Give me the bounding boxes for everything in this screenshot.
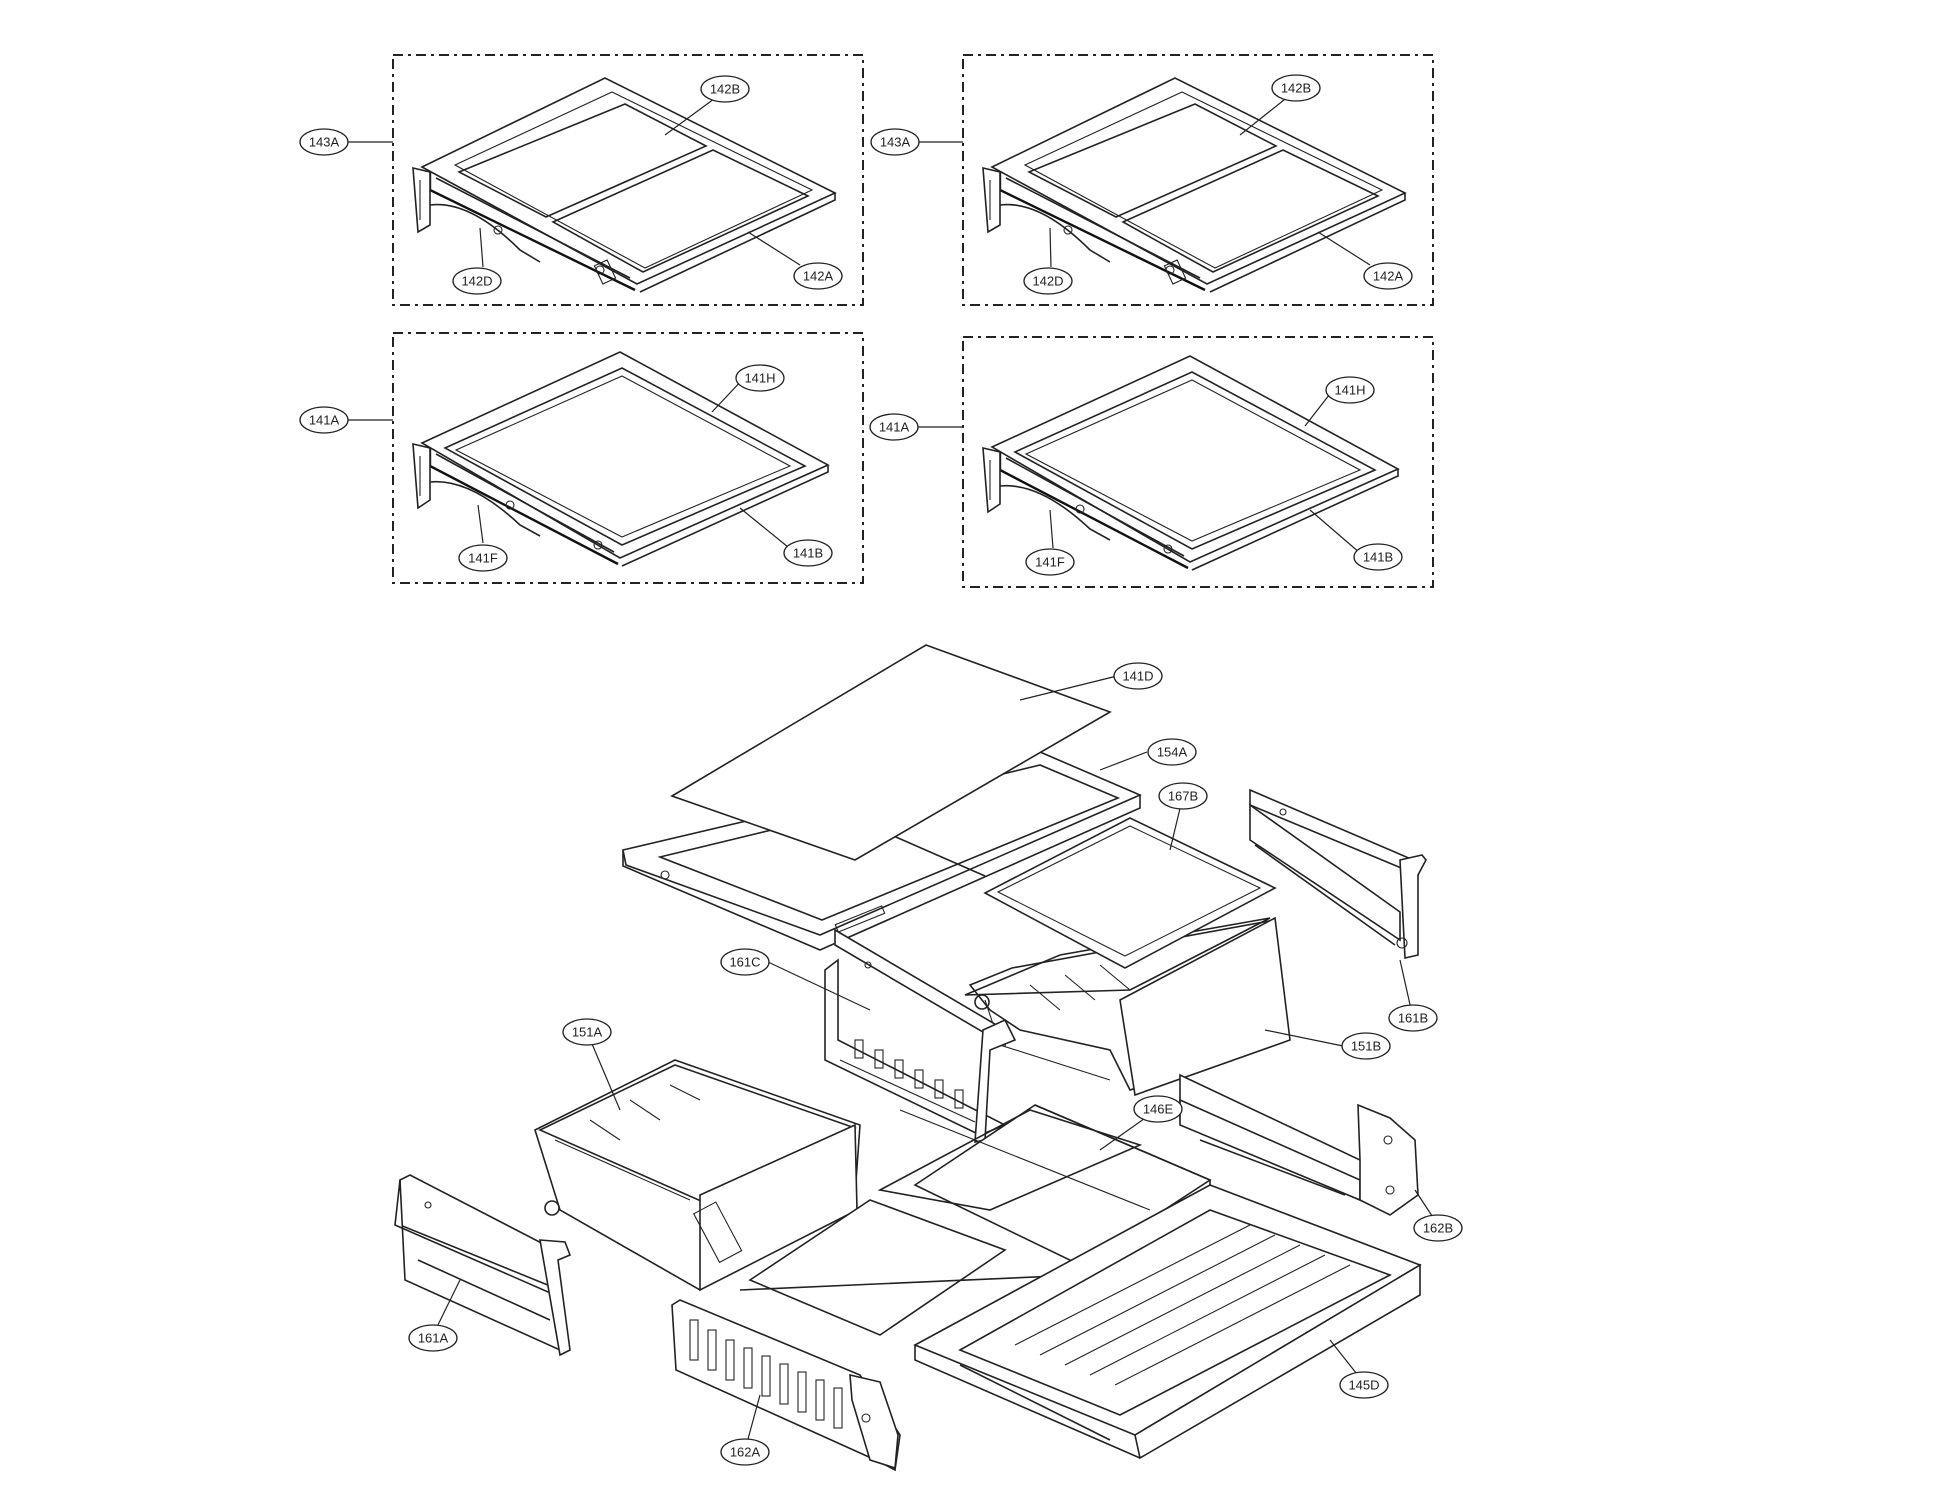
svg-text:141D: 141D [1122, 669, 1153, 684]
svg-text:141B: 141B [793, 546, 823, 561]
label-141f-left: 141F [458, 544, 508, 572]
label-161c: 161C [720, 948, 770, 976]
svg-text:141F: 141F [468, 551, 498, 566]
assembly-boundary [962, 336, 1434, 588]
glass-sheet-141d [670, 644, 1112, 861]
svg-text:141H: 141H [744, 371, 775, 386]
slide-rail-161c [824, 928, 1017, 1143]
shelf-assembly-143a-right [962, 54, 1434, 306]
slide-rail-161a [394, 1174, 572, 1357]
label-162b: 162B [1413, 1214, 1463, 1242]
svg-text:143A: 143A [880, 135, 911, 150]
svg-text:143A: 143A [309, 135, 340, 150]
label-141h-left: 141H [735, 364, 785, 392]
label-143a-left: 143A [299, 128, 349, 156]
label-142a-left: 142A [793, 262, 843, 290]
svg-text:151A: 151A [572, 1025, 603, 1040]
svg-text:142D: 142D [1032, 274, 1063, 289]
label-141b-left: 141B [783, 539, 833, 567]
svg-text:142A: 142A [803, 269, 834, 284]
label-143a-right: 143A [870, 128, 920, 156]
label-141h-right: 141H [1325, 376, 1375, 404]
svg-text:146E: 146E [1143, 1102, 1174, 1117]
assembly-boundary [392, 332, 864, 584]
label-151a: 151A [562, 1018, 612, 1046]
svg-text:142D: 142D [461, 274, 492, 289]
label-142a-right: 142A [1363, 262, 1413, 290]
end-cover-162b [1179, 1073, 1419, 1216]
svg-text:161C: 161C [729, 955, 760, 970]
glass-cover-167b [983, 817, 1277, 969]
label-142d-right: 142D [1023, 267, 1073, 295]
label-141a-left: 141A [299, 406, 349, 434]
assembly-boundary [962, 54, 1434, 306]
shelf-assembly-141a-right [962, 336, 1434, 588]
label-161a: 161A [408, 1324, 458, 1352]
svg-text:141B: 141B [1363, 550, 1393, 565]
end-cover-162a [671, 1299, 901, 1472]
label-142b-left: 142B [700, 75, 750, 103]
label-142d-left: 142D [452, 267, 502, 295]
label-141b-right: 141B [1353, 543, 1403, 571]
svg-text:161A: 161A [418, 1331, 449, 1346]
svg-text:141A: 141A [879, 420, 910, 435]
drawer-151b [964, 916, 1291, 1097]
shelf-assembly-143a-left [392, 54, 864, 306]
svg-text:154A: 154A [1157, 745, 1188, 760]
bottom-tray-145d [913, 1184, 1422, 1460]
svg-text:141F: 141F [1035, 555, 1065, 570]
svg-text:151B: 151B [1351, 1039, 1381, 1054]
svg-text:162A: 162A [730, 1445, 761, 1460]
svg-text:162B: 162B [1423, 1221, 1453, 1236]
svg-text:161B: 161B [1398, 1011, 1428, 1026]
svg-text:145D: 145D [1348, 1378, 1379, 1393]
label-154a: 154A [1147, 738, 1197, 766]
label-141f-right: 141F [1025, 548, 1075, 576]
label-146e: 146E [1133, 1095, 1183, 1123]
svg-text:142B: 142B [1281, 81, 1311, 96]
slide-rail-161b [1249, 788, 1427, 959]
svg-text:141H: 141H [1334, 383, 1365, 398]
label-141a-right: 141A [869, 413, 919, 441]
label-167b: 167B [1158, 782, 1208, 810]
svg-text:142B: 142B [710, 82, 740, 97]
svg-text:142A: 142A [1373, 269, 1404, 284]
label-141d: 141D [1113, 662, 1163, 690]
label-151b: 151B [1341, 1032, 1391, 1060]
label-145d: 145D [1339, 1371, 1389, 1399]
svg-text:167B: 167B [1168, 789, 1198, 804]
svg-text:141A: 141A [309, 413, 340, 428]
label-161b: 161B [1388, 1004, 1438, 1032]
assembly-boundary [392, 54, 864, 306]
drawer-151a [534, 1059, 861, 1292]
label-162a: 162A [720, 1438, 770, 1466]
label-142b-right: 142B [1271, 74, 1321, 102]
shelf-assembly-141a-left [392, 332, 864, 584]
